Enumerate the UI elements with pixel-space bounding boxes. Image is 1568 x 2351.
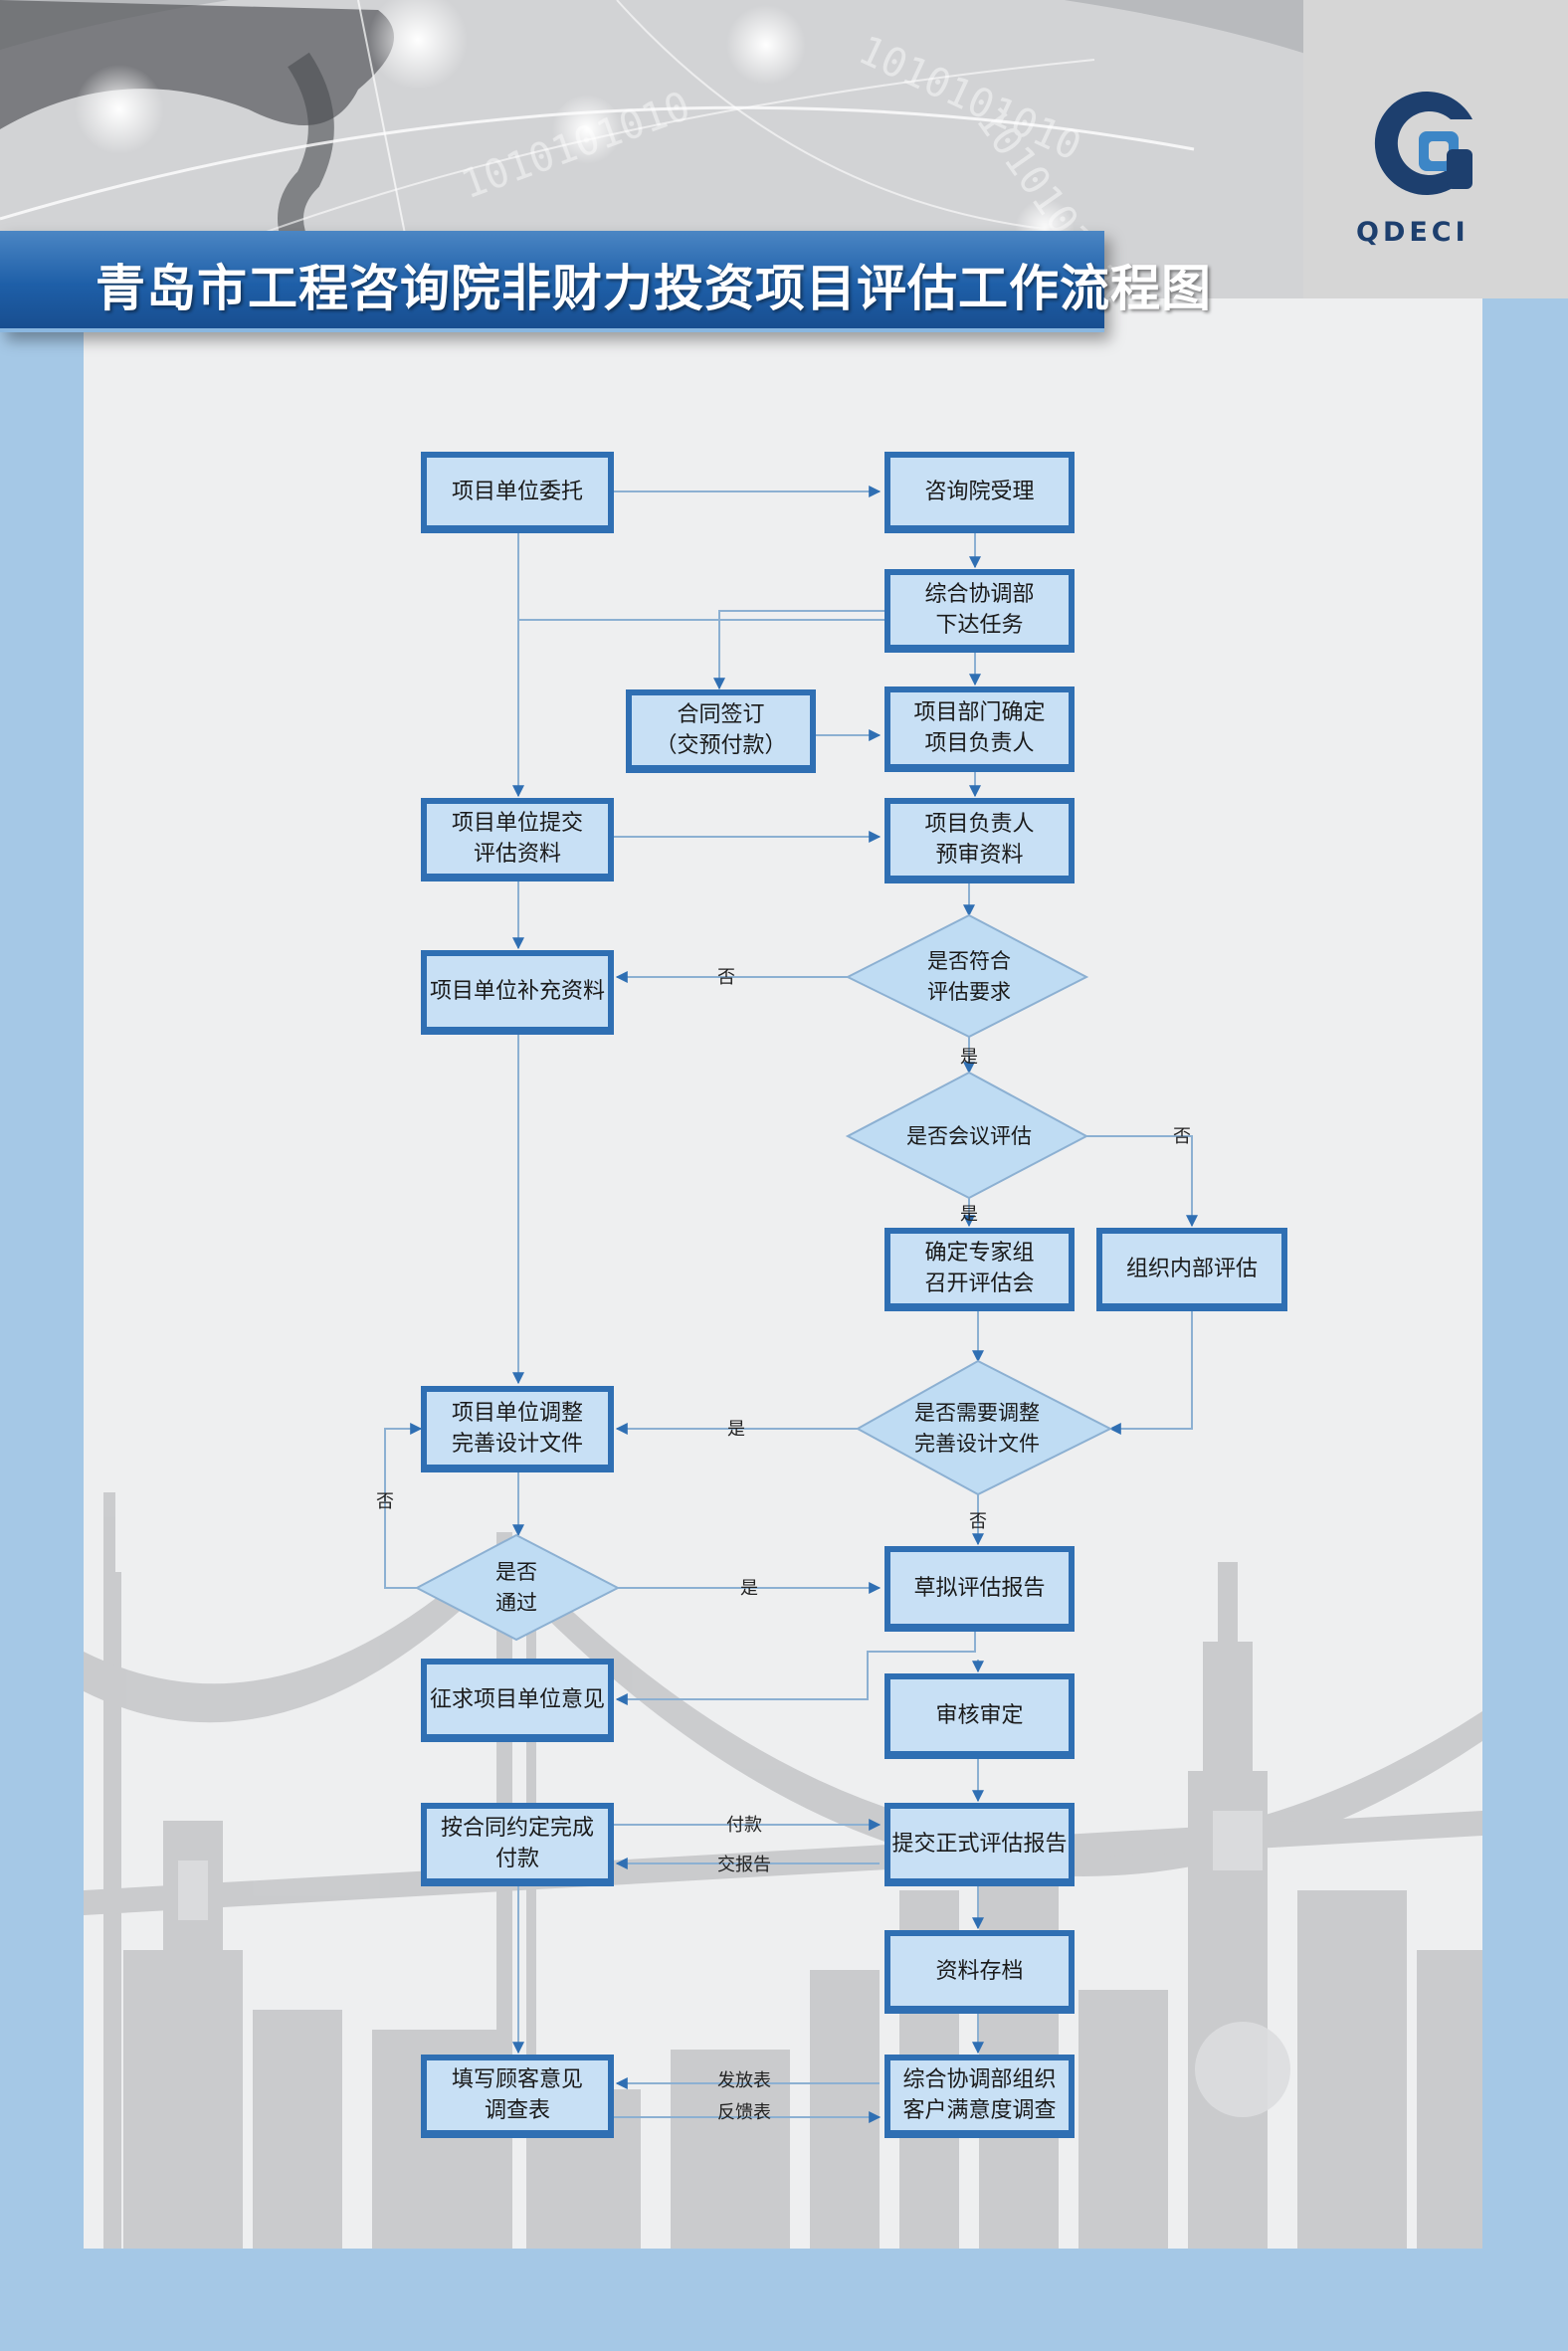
box-dept-lead: 项目部门确定 项目负责人 <box>884 686 1075 772</box>
box-accept-text: 咨询院受理 <box>924 479 1035 504</box>
label-no-pass: 否 <box>376 1491 394 1512</box>
connector-meeting-no <box>1086 1135 1198 1228</box>
connector-pass-no <box>384 1423 423 1589</box>
box-prereview-text: 项目负责人 预审资料 <box>924 812 1035 868</box>
box-submit-docs: 项目单位提交 评估资料 <box>421 798 614 882</box>
box-accept: 咨询院受理 <box>884 452 1075 533</box>
box-supplement-text: 项目单位补充资料 <box>429 979 605 1004</box>
box-dept-lead-text: 项目部门确定 项目负责人 <box>913 700 1046 756</box>
diamond-requirement-text: 是否符合 评估要求 <box>927 949 1011 1004</box>
box-internal: 组织内部评估 <box>1096 1228 1287 1311</box>
label-yes-requirement: 是 <box>960 1047 978 1068</box>
page-title: 青岛市工程咨询院非财力投资项目评估工作流程图 <box>96 260 1212 317</box>
label-send-form: 发放表 <box>717 2070 771 2091</box>
box-opinion-text: 征求项目单位意见 <box>429 1686 605 1712</box>
box-review: 审核审定 <box>884 1673 1075 1759</box>
box-contract-text: 合同签订 （交预付款） <box>655 702 787 758</box>
label-no-adjust: 否 <box>969 1511 987 1532</box>
box-draft: 草拟评估报告 <box>884 1546 1075 1632</box>
box-submit-docs-text: 项目单位提交 评估资料 <box>451 811 583 867</box>
label-report-delivery: 交报告 <box>717 1855 771 1875</box>
diamond-adjust <box>855 1359 1113 1496</box>
box-prereview: 项目负责人 预审资料 <box>884 798 1075 883</box>
box-assign-text: 综合协调部 下达任务 <box>924 582 1035 638</box>
label-payment: 付款 <box>726 1815 762 1836</box>
diamond-pass <box>414 1533 621 1642</box>
box-survey-org: 综合协调部组织 客户满意度调查 <box>884 2055 1075 2138</box>
label-no-meeting: 否 <box>1173 1126 1191 1147</box>
diamond-pass-text: 是否 通过 <box>495 1560 537 1615</box>
box-archive-text: 资料存档 <box>935 1958 1024 1984</box>
box-contract: 合同签订 （交预付款） <box>626 689 816 773</box>
box-assign: 综合协调部 下达任务 <box>884 569 1075 653</box>
box-draft-text: 草拟评估报告 <box>913 1575 1046 1601</box>
connector-assign-contract <box>713 610 884 690</box>
label-feedback-form: 反馈表 <box>717 2102 771 2123</box>
box-expert-text: 确定专家组 召开评估会 <box>924 1241 1035 1296</box>
box-pay-text: 按合同约定完成 付款 <box>440 1816 594 1871</box>
label-yes-meeting: 是 <box>960 1204 978 1225</box>
box-survey-org-text: 综合协调部组织 客户满意度调查 <box>902 2067 1057 2123</box>
label-yes-adjust: 是 <box>727 1419 745 1440</box>
diamond-requirement <box>845 913 1089 1039</box>
box-entrust: 项目单位委托 <box>421 452 614 533</box>
box-entrust-text: 项目单位委托 <box>451 479 583 504</box>
box-formal-text: 提交正式评估报告 <box>891 1831 1068 1857</box>
diamond-adjust-text: 是否需要调整 完善设计文件 <box>914 1401 1040 1456</box>
box-internal-text: 组织内部评估 <box>1125 1256 1258 1281</box>
label-yes-pass: 是 <box>740 1578 758 1599</box>
header-artwork: 1010101010 1010101010 1010101010 <box>0 0 1303 298</box>
box-archive: 资料存档 <box>884 1930 1075 2014</box>
diamond-meeting <box>845 1071 1089 1200</box>
connector-internal-adjust <box>1108 1310 1193 1435</box>
box-survey-fill: 填写顾客意见 调查表 <box>421 2055 614 2138</box>
connector-entrust-link <box>517 529 884 621</box>
box-pay: 按合同约定完成 付款 <box>421 1803 614 1886</box>
box-formal: 提交正式评估报告 <box>884 1803 1075 1886</box>
box-supplement: 项目单位补充资料 <box>421 950 614 1035</box>
box-adjust-text: 项目单位调整 完善设计文件 <box>451 1400 583 1457</box>
box-expert: 确定专家组 召开评估会 <box>884 1228 1075 1311</box>
box-opinion: 征求项目单位意见 <box>421 1659 614 1742</box>
qdeci-logo-icon <box>1374 91 1472 195</box>
label-no-requirement: 否 <box>717 967 735 988</box>
logo-text: QDECI <box>1356 217 1470 248</box>
box-review-text: 审核审定 <box>935 1702 1024 1728</box>
box-survey-fill-text: 填写顾客意见 调查表 <box>451 2067 583 2123</box>
title-bar: 青岛市工程咨询院非财力投资项目评估工作流程图 <box>0 231 1211 332</box>
box-adjust: 项目单位调整 完善设计文件 <box>421 1386 614 1472</box>
connector-draft-opinion <box>615 1632 976 1705</box>
diamond-meeting-text: 是否会议评估 <box>906 1123 1032 1148</box>
